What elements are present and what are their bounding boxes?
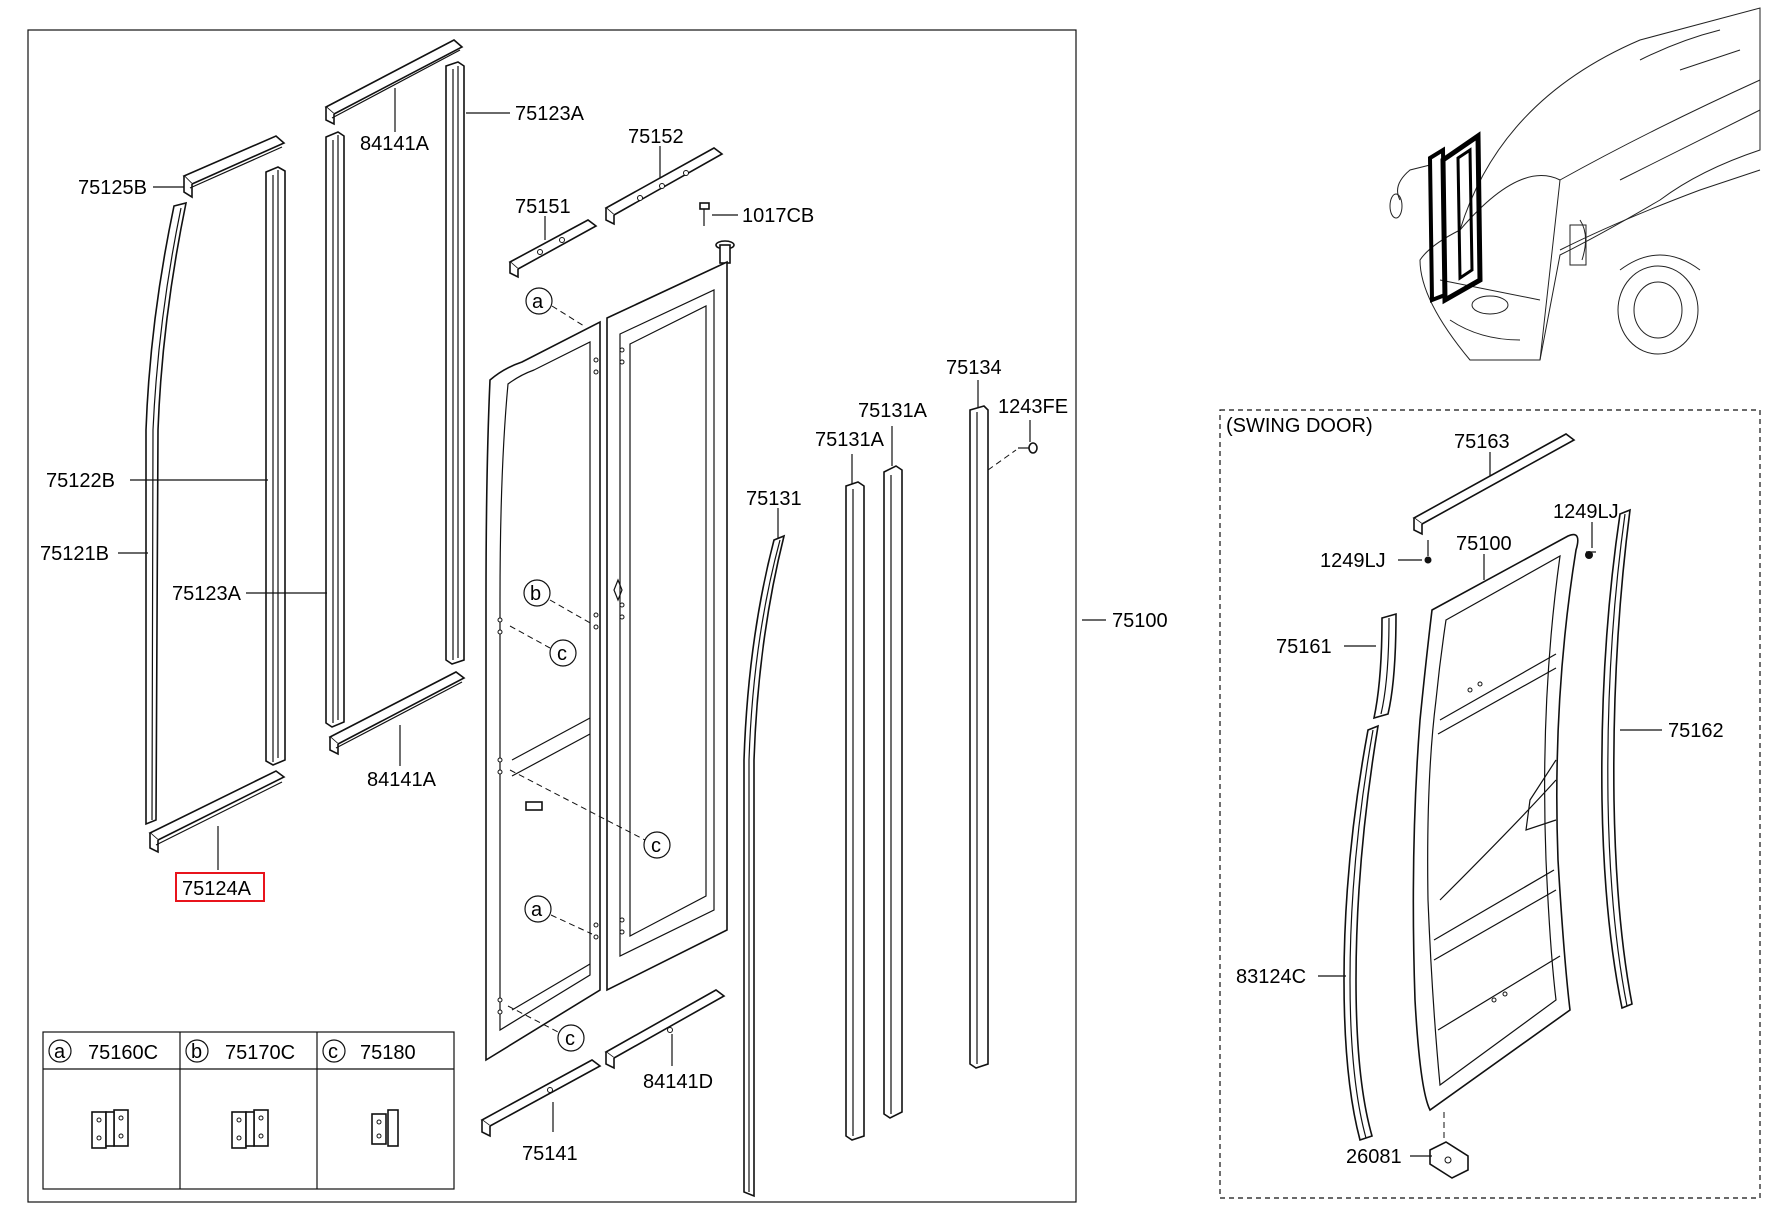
swing-door-title: (SWING DOOR) <box>1226 415 1373 437</box>
sd-label-75163: 75163 <box>1454 431 1510 453</box>
svg-text:75180: 75180 <box>360 1042 416 1064</box>
label-75121B: 75121B <box>40 543 109 565</box>
callout-b: b <box>523 579 593 625</box>
sd-label-1249LJ-left: 1249LJ <box>1320 550 1386 572</box>
label-84141A-top: 84141A <box>360 133 430 155</box>
part-75100-door-frame[interactable] <box>485 260 728 1062</box>
label-75125B: 75125B <box>78 177 147 199</box>
callout-a-top: a <box>525 287 585 327</box>
label-75123A-left: 75123A <box>172 583 242 605</box>
door-pin <box>715 240 735 264</box>
part-84141A-bottom[interactable] <box>328 671 466 756</box>
legend-item-b: b 75170C <box>185 1039 295 1149</box>
part-75124A[interactable] <box>148 770 286 854</box>
legend-item-a: a 75160C <box>48 1039 158 1149</box>
label-75134: 75134 <box>946 357 1002 379</box>
part-75141[interactable] <box>480 1059 602 1138</box>
sd-label-75162: 75162 <box>1668 720 1724 742</box>
part-1243FE-screw[interactable] <box>1018 442 1038 454</box>
label-75131: 75131 <box>746 488 802 510</box>
part-75123A-right[interactable] <box>445 61 465 665</box>
part-75121B[interactable] <box>145 201 188 826</box>
part-84141A-top[interactable] <box>324 39 464 126</box>
sd-part-75161[interactable] <box>1372 612 1397 720</box>
sd-label-26081: 26081 <box>1346 1146 1402 1168</box>
main-panel-frame <box>27 29 1077 1203</box>
sd-part-26081[interactable] <box>1429 1141 1469 1179</box>
hinge-icon-b <box>231 1109 269 1149</box>
svg-text:a: a <box>532 291 544 313</box>
label-84141D: 84141D <box>643 1071 713 1093</box>
callout-c-2: c <box>509 769 671 859</box>
callout-c-3: c <box>507 1005 585 1052</box>
part-75125B[interactable] <box>182 135 286 199</box>
sd-part-1249LJ-left[interactable] <box>1424 540 1432 564</box>
sd-label-1249LJ-right: 1249LJ <box>1553 501 1619 523</box>
sd-part-1249LJ-right[interactable] <box>1585 551 1596 559</box>
sd-part-75162[interactable] <box>1601 508 1633 1010</box>
label-75124A: 75124A <box>182 878 252 900</box>
hinge-icon-c <box>371 1109 399 1147</box>
hinge-legend-table: a 75160C b 75170C c <box>42 1031 455 1190</box>
svg-text:c: c <box>565 1028 575 1050</box>
label-75141: 75141 <box>522 1143 578 1165</box>
part-75131A-left[interactable] <box>845 481 865 1141</box>
part-75151[interactable] <box>508 219 598 279</box>
svg-text:a: a <box>54 1041 66 1063</box>
svg-text:a: a <box>531 899 543 921</box>
sd-part-75163[interactable] <box>1412 433 1576 536</box>
part-75131A-right[interactable] <box>883 465 903 1119</box>
part-1017CB-bolt[interactable] <box>699 202 710 226</box>
sd-label-75100: 75100 <box>1456 533 1512 555</box>
part-75152[interactable] <box>604 147 724 226</box>
svg-text:b: b <box>530 583 541 605</box>
legend-item-c: c 75180 <box>322 1039 416 1147</box>
sd-label-75161: 75161 <box>1276 636 1332 658</box>
bus-thumbnail <box>1389 7 1761 361</box>
label-75122B: 75122B <box>46 470 115 492</box>
label-75131A-left: 75131A <box>815 429 885 451</box>
label-75152: 75152 <box>628 126 684 148</box>
svg-text:75170C: 75170C <box>225 1042 295 1064</box>
part-75131[interactable] <box>743 534 786 1198</box>
sd-label-83124C: 83124C <box>1236 966 1306 988</box>
part-75134[interactable] <box>969 405 989 1069</box>
label-84141A-bottom: 84141A <box>367 769 437 791</box>
swing-door-panel-frame <box>1219 409 1761 1199</box>
part-84141D[interactable] <box>604 989 726 1070</box>
label-75100: 75100 <box>1112 610 1168 632</box>
label-1017CB: 1017CB <box>742 205 814 227</box>
callout-c-1: c <box>509 625 577 667</box>
hinge-icon-a <box>91 1109 129 1149</box>
sd-part-75100-door[interactable] <box>1412 533 1579 1112</box>
part-75122B[interactable] <box>265 166 286 766</box>
svg-text:b: b <box>191 1041 202 1063</box>
label-1243FE: 1243FE <box>998 396 1068 418</box>
sd-part-83124C[interactable] <box>1343 724 1380 1142</box>
svg-text:75160C: 75160C <box>88 1042 158 1064</box>
svg-text:c: c <box>651 835 661 857</box>
callout-a-bottom: a <box>524 895 593 935</box>
label-75131A-right: 75131A <box>858 400 928 422</box>
svg-text:c: c <box>557 643 567 665</box>
label-75123A-top: 75123A <box>515 103 585 125</box>
highlight-box-75124A <box>175 872 265 902</box>
svg-text:c: c <box>328 1041 338 1063</box>
label-75151: 75151 <box>515 196 571 218</box>
part-75123A-left[interactable] <box>325 131 345 728</box>
